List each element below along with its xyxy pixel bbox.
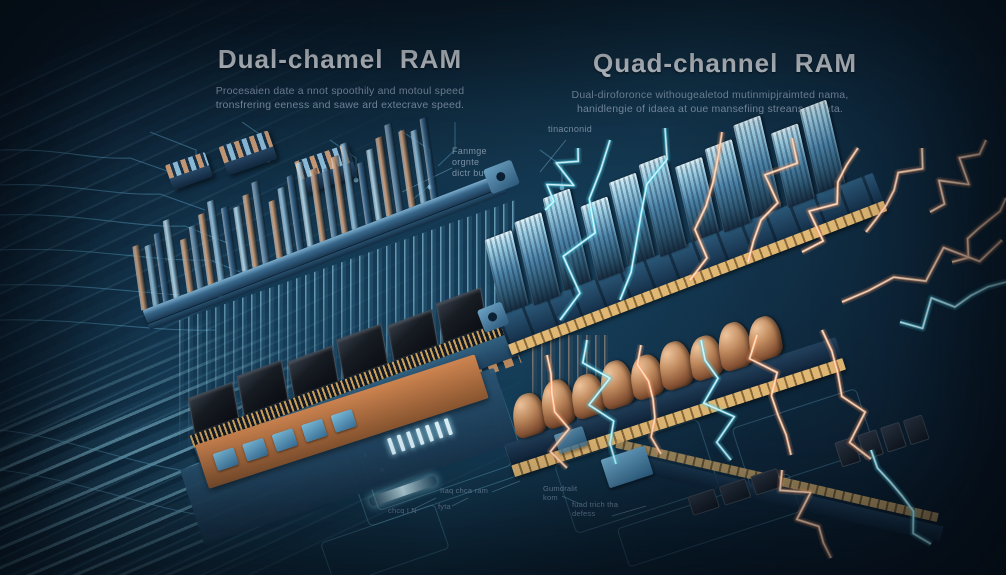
right-title: Quad-channel RAM: [592, 48, 857, 78]
lightning-bolt: [951, 197, 1006, 263]
dark-chip-row: [834, 414, 930, 468]
lightning-bolt: [951, 196, 1006, 266]
left-top-note: tinacnonid: [548, 124, 593, 134]
lightning-bolt: [929, 139, 988, 214]
left-title: Dual-chamel RAM: [217, 44, 463, 74]
lightning-bolt: [840, 237, 1005, 306]
right-subtitle-line1: Dual-diroforonce withougealetod mutinmip…: [571, 89, 849, 101]
left-chip-note: Fanmge orgnte dictr bu: [452, 146, 487, 178]
board-label-1: chcq LN: [388, 506, 417, 515]
smd-component: [242, 437, 269, 462]
lightning-bolt: [899, 281, 1006, 330]
lightning-bolt: [899, 280, 1006, 331]
blue-chip: [600, 445, 654, 489]
lightning-bolt: [929, 139, 987, 213]
right-subtitle-line2: hanidlengie of idaea at oue mansefiing s…: [576, 103, 844, 115]
smd-component: [212, 447, 240, 472]
smd-component: [271, 428, 298, 453]
lightning-bolt: [928, 138, 990, 216]
smd-component: [300, 418, 328, 443]
lightning-bolt: [899, 278, 1006, 332]
smd-component: [330, 408, 357, 433]
board-label-3: Itaq chca ram: [440, 486, 489, 495]
board-label-2: fyta: [438, 502, 451, 511]
lightning-bolt: [841, 239, 1003, 303]
receding-pcb-edge: [608, 449, 944, 543]
left-subtitle-line2: tronsfrering eeness and sawe ard extecra…: [215, 99, 465, 111]
lightning-bolt: [841, 238, 1004, 304]
left-subtitle: Procesaien date a nnot spoothily and mot…: [150, 84, 530, 112]
right-board-label-a: Gumdralit kom: [543, 484, 578, 502]
right-subtitle: Dual-diroforonce withougealetod mutinmip…: [510, 88, 910, 116]
left-subtitle-line1: Procesaien date a nnot spoothily and mot…: [215, 85, 465, 97]
lightning-bolt: [951, 197, 1006, 264]
right-board-label-b: fuad trich tha defess: [572, 500, 619, 518]
